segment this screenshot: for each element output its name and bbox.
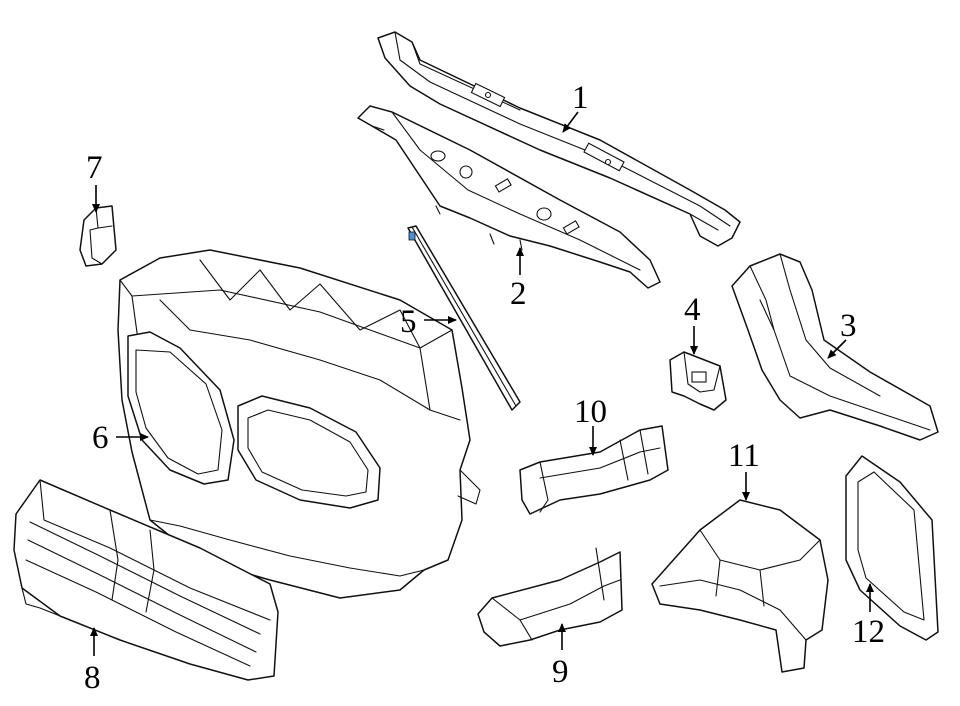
part-11-right-lower-duct	[651, 499, 829, 673]
part-12-seal-frame	[845, 455, 939, 641]
callout-1: 1	[572, 80, 589, 116]
callout-11: 11	[728, 438, 760, 474]
part-4-clip-bracket	[669, 351, 727, 411]
callout-labels: 1 2 3 4 5 6 7 8 9 10 11 12	[84, 80, 885, 696]
callout-4: 4	[684, 292, 701, 328]
callout-6: 6	[92, 420, 109, 456]
part-6-radiator-shroud	[117, 249, 481, 599]
part-5-support-rod	[407, 225, 521, 411]
callout-7: 7	[86, 150, 103, 186]
leader-3	[827, 339, 847, 359]
leader-1	[562, 111, 579, 133]
callout-2: 2	[510, 276, 527, 312]
callout-9: 9	[552, 654, 569, 690]
callout-12: 12	[852, 614, 885, 650]
part-7-small-bracket	[79, 205, 117, 267]
callout-5: 5	[400, 304, 417, 340]
part-10-center-air-duct	[519, 425, 669, 515]
callout-10: 10	[574, 394, 607, 430]
part-3-right-air-duct	[731, 253, 939, 441]
callout-3: 3	[840, 308, 857, 344]
part-8-lower-air-duct	[13, 479, 279, 681]
callout-8: 8	[84, 660, 101, 696]
part-2-deflector-panel	[357, 105, 661, 289]
rod-clip-marker	[408, 231, 416, 241]
leader-lines	[90, 111, 874, 656]
part-1-upper-support-bar	[377, 31, 741, 247]
part-9-lower-center-duct	[477, 547, 623, 647]
